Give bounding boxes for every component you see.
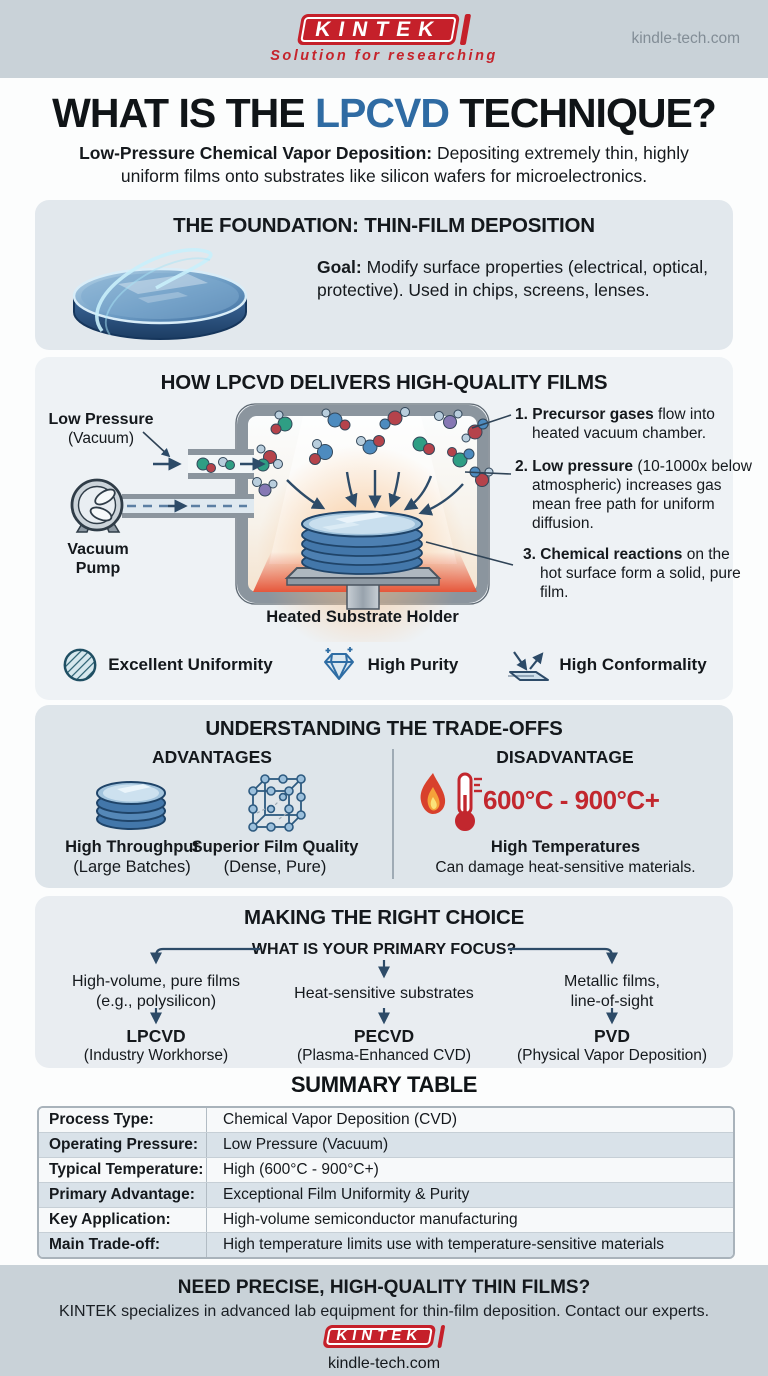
brand-name: KINTEK bbox=[334, 1327, 424, 1344]
wafer-disc-icon bbox=[72, 248, 248, 340]
disadvantage-heading: DISADVANTAGE bbox=[496, 747, 634, 767]
page-subtitle: Low-Pressure Chemical Vapor Deposition: … bbox=[64, 142, 704, 188]
kintek-logo-badge: KINTEK bbox=[296, 14, 461, 46]
choice-section: MAKING THE RIGHT CHOICE WHAT IS YOUR PRI… bbox=[35, 896, 733, 1068]
advantage-throughput-label: High Throughput (Large Batches) bbox=[65, 838, 199, 876]
table-row: Typical Temperature: High (600°C - 900°C… bbox=[39, 1157, 733, 1182]
summary-table: Process Type: Chemical Vapor Deposition … bbox=[37, 1106, 735, 1259]
flame-icon bbox=[420, 773, 446, 814]
wafer-stack-graphic bbox=[301, 510, 423, 575]
table-row: Primary Advantage: Exceptional Film Unif… bbox=[39, 1182, 733, 1207]
kintek-footer-logo: KINTEK bbox=[322, 1325, 446, 1348]
row-label: Primary Advantage: bbox=[39, 1183, 207, 1207]
kintek-logo-badge: KINTEK bbox=[322, 1325, 437, 1348]
vacuum-text: (Vacuum) bbox=[67, 429, 135, 447]
leader-lines bbox=[142, 414, 514, 566]
disadvantage-label: High Temperatures Can damage heat-sensit… bbox=[435, 838, 696, 876]
lpcvd-chamber-diagram: Low Pressure (Vacuum) Vacuum Pump Heated… bbox=[35, 402, 752, 642]
row-label: Typical Temperature: bbox=[39, 1158, 207, 1182]
branch-lpcvd-need: High-volume, pure films (e.g., polysilic… bbox=[71, 973, 241, 1010]
step-3-annotation: 3. Chemical reactions on the hot surface… bbox=[523, 546, 741, 601]
header-band: KINTEK Solution for researching kindle-t… bbox=[0, 0, 768, 78]
purity-diamond-icon bbox=[323, 647, 354, 680]
goal-label: Goal: bbox=[317, 257, 362, 277]
crystal-lattice-icon bbox=[248, 774, 306, 832]
subtitle-rest: Depositing extremely thin, highly unifor… bbox=[120, 143, 689, 187]
feature-label: High Conformality bbox=[559, 655, 707, 674]
page-title: WHAT IS THE LPCVD TECHNIQUE? bbox=[0, 90, 768, 137]
process-section: HOW LPCVD DELIVERS HIGH-QUALITY FILMS bbox=[35, 357, 752, 700]
result-pvd: PVD (Physical Vapor Deposition) bbox=[516, 1026, 708, 1064]
footer-text: KINTEK specializes in advanced lab equip… bbox=[58, 1303, 710, 1320]
row-value: Low Pressure (Vacuum) bbox=[223, 1136, 389, 1153]
foundation-section: THE FOUNDATION: THIN-FILM DEPOSITION Goa… bbox=[35, 200, 733, 350]
tradeoffs-title: UNDERSTANDING THE TRADE-OFFS bbox=[205, 717, 563, 740]
table-row: Key Application: High-volume semiconduct… bbox=[39, 1207, 733, 1232]
column-divider bbox=[392, 749, 394, 879]
wafer-batch-icon bbox=[96, 781, 166, 830]
row-value: Chemical Vapor Deposition (CVD) bbox=[223, 1111, 458, 1128]
feature-conformality: High Conformality bbox=[504, 646, 707, 684]
feature-label: High Purity bbox=[367, 655, 459, 674]
footer-website: kindle-tech.com bbox=[327, 1355, 441, 1372]
temperature-range: 600°C - 900°C+ bbox=[483, 785, 660, 815]
row-label: Operating Pressure: bbox=[39, 1133, 207, 1157]
primary-focus-question: WHAT IS YOUR PRIMARY FOCUS? bbox=[251, 941, 517, 958]
kintek-logo: KINTEK bbox=[296, 14, 472, 46]
step-2-annotation: 2. Low pressure (10-1000x below atmosphe… bbox=[515, 458, 752, 532]
table-row: Operating Pressure: Low Pressure (Vacuum… bbox=[39, 1132, 733, 1157]
choice-title: MAKING THE RIGHT CHOICE bbox=[243, 906, 525, 929]
foundation-title: THE FOUNDATION: THIN-FILM DEPOSITION bbox=[173, 214, 595, 237]
result-lpcvd: LPCVD (Industry Workhorse) bbox=[83, 1026, 229, 1064]
footer-band: NEED PRECISE, HIGH-QUALITY THIN FILMS? K… bbox=[0, 1265, 768, 1376]
step-1-annotation: 1. Precursor gases flow into heated vacu… bbox=[515, 406, 715, 442]
foundation-goal: Goal: Modify surface properties (electri… bbox=[317, 256, 741, 302]
summary-title: SUMMARY TABLE bbox=[290, 1072, 478, 1097]
result-pecvd: PECVD (Plasma-Enhanced CVD) bbox=[296, 1026, 471, 1064]
row-label: Key Application: bbox=[39, 1208, 207, 1232]
kintek-logo-tail-icon bbox=[459, 14, 472, 46]
table-row: Main Trade-off: High temperature limits … bbox=[39, 1232, 733, 1257]
substrate-holder-label: Heated Substrate Holder bbox=[266, 608, 459, 626]
subtitle-bold: Low-Pressure Chemical Vapor Deposition: bbox=[79, 143, 433, 163]
thermometer-icon bbox=[455, 772, 482, 831]
low-pressure-label: Low Pressure (Vacuum) bbox=[35, 410, 167, 448]
feature-purity: High Purity bbox=[319, 645, 459, 685]
row-value: High (600°C - 900°C+) bbox=[223, 1161, 379, 1178]
conformality-layer-icon bbox=[508, 651, 550, 681]
kintek-logo-tail-icon bbox=[437, 1325, 446, 1348]
table-row: Process Type: Chemical Vapor Deposition … bbox=[39, 1108, 733, 1132]
chamber-diagram-graphic bbox=[70, 403, 514, 642]
tradeoffs-section: UNDERSTANDING THE TRADE-OFFS ADVANTAGES … bbox=[35, 705, 733, 888]
title-post: TECHNIQUE? bbox=[448, 90, 717, 136]
website-text: kindle-tech.com bbox=[631, 30, 740, 47]
vacuum-pump-label: Vacuum Pump bbox=[67, 541, 129, 578]
advantage-quality-label: Superior Film Quality (Dense, Pure) bbox=[191, 838, 359, 876]
feature-badges: Excellent Uniformity High Purity bbox=[35, 645, 733, 685]
vacuum-pump-icon bbox=[70, 478, 124, 533]
advantages-heading: ADVANTAGES bbox=[152, 747, 272, 767]
row-value: High temperature limits use with tempera… bbox=[223, 1236, 665, 1253]
high-temperature-icons bbox=[417, 771, 483, 833]
brand-tagline: Solution for researching bbox=[270, 48, 498, 64]
precursor-molecules bbox=[196, 407, 494, 497]
footer-headline: NEED PRECISE, HIGH-QUALITY THIN FILMS? bbox=[177, 1277, 591, 1298]
title-highlight: LPCVD bbox=[314, 90, 450, 136]
row-label: Main Trade-off: bbox=[39, 1233, 207, 1257]
brand-name: KINTEK bbox=[313, 18, 444, 41]
decision-tree-lines bbox=[149, 947, 619, 1025]
process-title: HOW LPCVD DELIVERS HIGH-QUALITY FILMS bbox=[160, 371, 608, 394]
uniformity-hatched-circle-icon bbox=[63, 648, 97, 682]
gas-flow-arrows bbox=[153, 457, 464, 516]
row-label: Process Type: bbox=[39, 1108, 207, 1132]
feature-uniformity: Excellent Uniformity bbox=[61, 646, 273, 684]
goal-text: Modify surface properties (electrical, o… bbox=[317, 257, 708, 300]
low-pressure-text: Low Pressure bbox=[48, 411, 154, 428]
branch-pvd-need: Metallic films, line-of-sight bbox=[563, 973, 660, 1010]
feature-label: Excellent Uniformity bbox=[108, 655, 273, 674]
branch-pecvd-need: Heat-sensitive substrates bbox=[294, 985, 474, 1002]
title-pre: WHAT IS THE bbox=[52, 90, 315, 136]
row-value: High-volume semiconductor manufacturing bbox=[223, 1211, 518, 1228]
row-value: Exceptional Film Uniformity & Purity bbox=[223, 1186, 470, 1203]
